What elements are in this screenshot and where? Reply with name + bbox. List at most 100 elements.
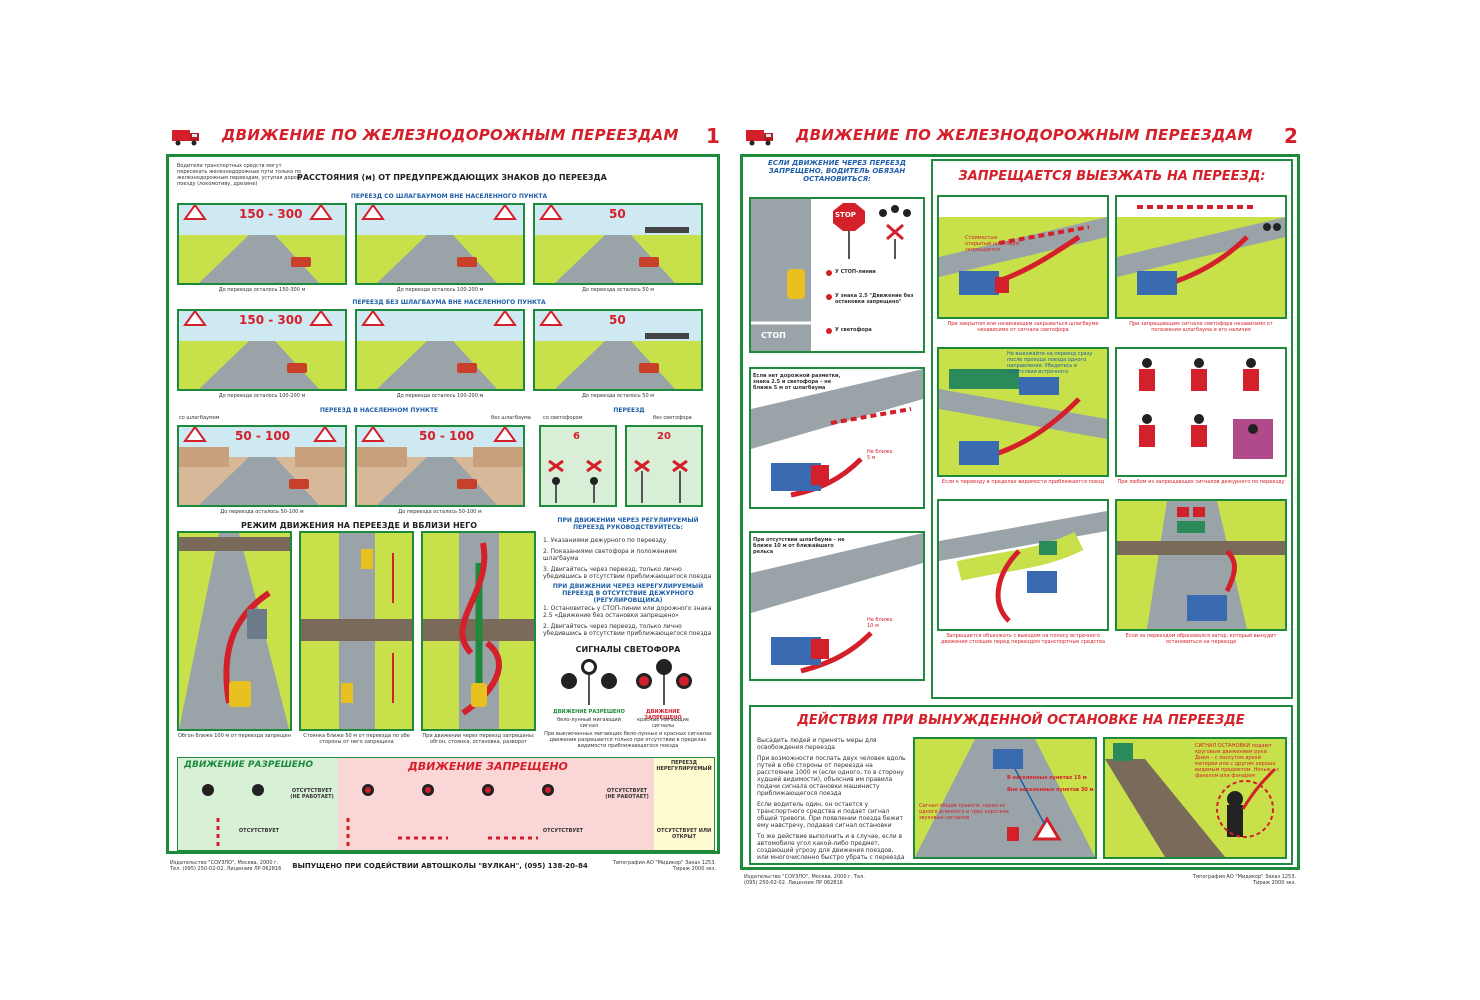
poster-2-title: ДВИЖЕНИЕ ПО ЖЕЛЕЗНОДОРОЖНЫМ ПЕРЕЕЗДАМ [796, 126, 1253, 144]
distance-note-1: Если нет дорожной разметки, знака 2.5 и … [753, 373, 841, 391]
forbidden-caption-5: Запрещается объезжать с выездом на полос… [940, 633, 1106, 645]
poster-1-footer-right: Типография АО "Мидикор" Заказ 1253. Тира… [612, 860, 716, 872]
dist-label-row2-c: 50 [609, 313, 626, 327]
table-absent-open: ОТСУТСТВУЕТ ИЛИ ОТКРЫТ [656, 828, 712, 840]
signal-forbidden-sub: красные мигающие сигналы [637, 717, 689, 729]
signals-table: ДВИЖЕНИЕ РАЗРЕШЕНО ДВИЖЕНИЕ ЗАПРЕЩЕНО ПЕ… [177, 757, 715, 851]
signals-note: При выключенных мигающих бело-лунных и к… [544, 731, 712, 749]
dist-label-row1-c: 50 [609, 207, 626, 221]
forbidden-heading: ЗАПРЕЩАЕТСЯ ВЫЕЗЖАТЬ НА ПЕРЕЕЗД: [958, 169, 1266, 184]
regime-caption-1: Обгон ближе 100 м от переезда запрещен [177, 733, 292, 739]
row2-heading: ПЕРЕЕЗД БЕЗ ШЛАГБАУМА ВНЕ НАСЕЛЕННОГО ПУ… [352, 299, 546, 306]
table-forbidden-label: ДВИЖЕНИЕ ЗАПРЕЩЕНО [408, 760, 568, 773]
forbidden-caption-6: Если за переездом образовался затор, кот… [1125, 633, 1277, 645]
regime-heading: РЕЖИМ ДВИЖЕНИЯ НА ПЕРЕЕЗДЕ И ВБЛИЗИ НЕГО [241, 521, 477, 530]
caption-row1-c: До переезда осталось 50 м [581, 287, 655, 293]
table-absent-2: ОТСУТСТВУЕТ (НЕ РАБОТАЕТ) [605, 788, 649, 800]
emergency-panel [749, 705, 1293, 865]
emergency-note-4: СИГНАЛ ОСТАНОВКИ подают круговым движени… [1195, 743, 1280, 779]
rules-list-1-item: 3. Двигайтесь через переезд, только личн… [543, 566, 712, 580]
signal-allowed-sub: бело-лунный мигающий сигнал [557, 717, 621, 729]
table-signals-icon [202, 784, 554, 796]
dist-label-row3-b: 50 - 100 [419, 429, 475, 443]
poster-2: ДВИЖЕНИЕ ПО ЖЕЛЕЗНОДОРОЖНЫМ ПЕРЕЕЗДАМ 2 … [740, 118, 1300, 888]
scene-row1-b [355, 203, 525, 285]
table-allowed-block [178, 758, 338, 850]
poster-1-footer-left: Издательство "СОУЗЛО", Москва, 2000 г. Т… [170, 860, 282, 872]
rules-list-2: 1. Остановитесь у СТОП-линии или дорожно… [543, 605, 713, 641]
row3-right-b: без светофора [653, 415, 692, 421]
forbidden-scene-1 [937, 195, 1109, 319]
poster-1-number: 1 [706, 124, 720, 148]
emergency-list: Высадить людей и принять меры для освобо… [757, 737, 907, 865]
distances-heading: РАССТОЯНИЯ (м) ОТ ПРЕДУПРЕЖДАЮЩИХ ЗНАКОВ… [297, 173, 607, 182]
rules-list-1-item: 1. Указаниями дежурного по переезду [543, 537, 667, 544]
stop-line-text: СТОП [761, 331, 786, 340]
caption-row2-a: До переезда осталось 100-200 м [218, 393, 306, 399]
rules-list-2-item: 2. Двигайтесь через переезд, только личн… [543, 623, 712, 637]
forbidden-scene-5 [937, 499, 1109, 631]
caption-row2-c: До переезда осталось 50 м [581, 393, 655, 399]
row3-right-a: со светофором [543, 415, 583, 421]
forbidden-caption-2: При запрещающем сигнале светофора незави… [1129, 321, 1273, 333]
emergency-note-3: Сигнал общей тревоги: серия из одного дл… [919, 803, 1009, 821]
poster-1-footer-center: ВЫПУЩЕНО ПРИ СОДЕЙСТВИИ АВТОШКОЛЫ "ВУЛКА… [292, 862, 588, 870]
emergency-list-item: То же действие выполнить и в случае, есл… [757, 833, 905, 861]
dist-label-row3-d: 20 [657, 431, 671, 442]
regime-caption-3: При движении через переезд запрещены: об… [422, 733, 535, 745]
table-allowed-label: ДВИЖЕНИЕ РАЗРЕШЕНО [184, 760, 314, 770]
emergency-list-item: Высадить людей и принять меры для освобо… [757, 737, 877, 751]
scene-row2-c [533, 309, 703, 391]
emergency-note-2: Вне населенных пунктов 30 м [1007, 787, 1094, 793]
row3-right-heading: ПЕРЕЕЗД [613, 407, 645, 414]
table-barrier-icon [216, 816, 538, 846]
emergency-scene-1 [913, 737, 1097, 859]
stop-item-1: У СТОП-линии [835, 269, 876, 275]
forbidden-note-3: Не выезжайте на переезд сразу после прох… [1007, 351, 1093, 375]
scene-row2-b [355, 309, 525, 391]
traffic-light-allowed-icon [561, 659, 617, 705]
scene-row3-d [625, 425, 703, 507]
caption-row3-a: До переезда осталось 50-100 м [220, 509, 304, 515]
rules-heading-1: ПРИ ДВИЖЕНИИ ЧЕРЕЗ РЕГУЛИРУЕМЫЙ ПЕРЕЕЗД … [557, 517, 699, 531]
stop-item-3: У светофора [835, 327, 872, 333]
truck-icon [746, 130, 773, 146]
stop-panel: STOP СТОП У СТОП-линии У знака 2.5 "Движ… [749, 197, 925, 353]
stop-heading: ЕСЛИ ДВИЖЕНИЕ ЧЕРЕЗ ПЕРЕЕЗД ЗАПРЕЩЕНО, В… [767, 159, 907, 183]
poster-1: ДВИЖЕНИЕ ПО ЖЕЛЕЗНОДОРОЖНЫМ ПЕРЕЕЗДАМ 1 … [166, 118, 720, 888]
forbidden-caption-3: Если к переезду в пределах видимости при… [941, 479, 1105, 485]
signals-heading: СИГНАЛЫ СВЕТОФОРА [575, 645, 681, 654]
table-absent-1: ОТСУТСТВУЕТ (НЕ РАБОТАЕТ) [290, 788, 334, 800]
distance-5-label: Не ближе 5 м [867, 449, 893, 461]
poster-2-footer-right: Типография АО "Мидикор" Заказ 1253. Тира… [1192, 874, 1296, 886]
signal-allowed-label: ДВИЖЕНИЕ РАЗРЕШЕНО [553, 709, 625, 715]
rules-list-2-item: 1. Остановитесь у СТОП-линии или дорожно… [543, 605, 712, 619]
poster-1-title: ДВИЖЕНИЕ ПО ЖЕЛЕЗНОДОРОЖНЫМ ПЕРЕЕЗДАМ [222, 126, 679, 144]
regime-scene-maneuvers [421, 531, 536, 731]
stop-sign-text: STOP [835, 211, 856, 219]
forbidden-note-1: Стоимостью открытый шлагбаум запрещается [965, 235, 1020, 253]
traffic-light-forbidden-icon [636, 659, 692, 705]
table-unreg-block [654, 758, 714, 850]
forbidden-caption-1: При закрытом или начинающем закрываться … [947, 321, 1099, 333]
dist-label-row3-a: 50 - 100 [235, 429, 291, 443]
emergency-scene-2 [1103, 737, 1287, 859]
emergency-list-item: При возможности послать двух человек вдо… [757, 755, 906, 797]
signal-forbidden-label: ДВИЖЕНИЕ ЗАПРЕЩЕНО [644, 709, 682, 721]
caption-row1-b: До переезда осталось 100-200 м [396, 287, 484, 293]
row3-left-label: со шлагбаумом [179, 415, 220, 421]
table-unreg-label: ПЕРЕЕЗД НЕРЕГУЛИРУЕМЫЙ [656, 760, 712, 772]
forbidden-scene-3 [937, 347, 1109, 477]
regime-scene-overtake [177, 531, 292, 731]
scene-row3-a [177, 425, 347, 507]
table-absent-4: ОТСУТСТВУЕТ [542, 828, 584, 834]
scene-row2-a [177, 309, 347, 391]
poster-1-frame: Водители транспортных средств могут пере… [166, 154, 720, 854]
row3-heading: ПЕРЕЕЗД В НАСЕЛЕННОМ ПУНКТЕ [319, 407, 439, 414]
intro-text: Водители транспортных средств могут пере… [177, 163, 303, 187]
dist-label-row1: 150 - 300 [239, 207, 303, 221]
rules-heading-2: ПРИ ДВИЖЕНИИ ЧЕРЕЗ НЕРЕГУЛИРУЕМЫЙ ПЕРЕЕЗ… [552, 583, 704, 604]
table-forbidden-block [338, 758, 654, 850]
forbidden-panel [931, 159, 1293, 699]
distance-10-label: Не ближе 10 м [867, 617, 893, 629]
